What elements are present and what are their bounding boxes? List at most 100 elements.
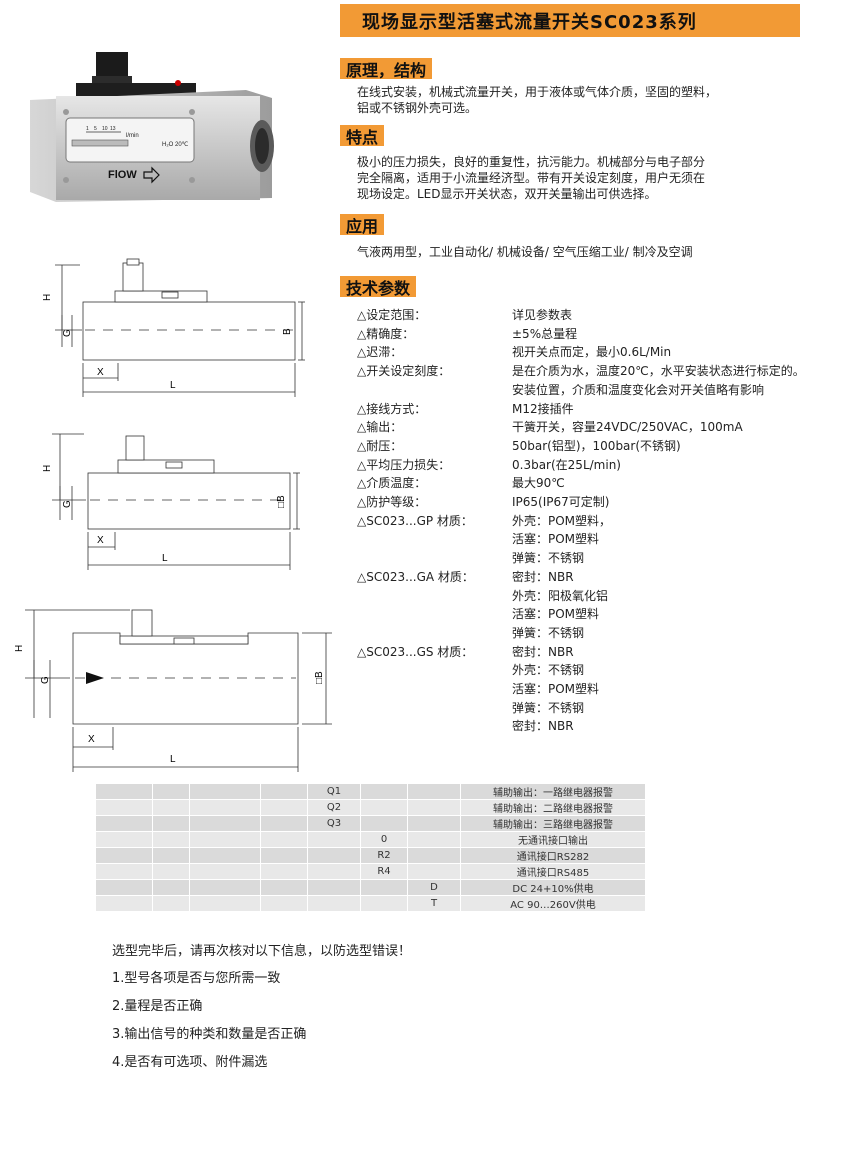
empty-cell	[152, 784, 190, 800]
spec-value: 干簧开关，容量24VDC/250VAC，100mA	[512, 420, 743, 435]
dim-label-g: G	[40, 676, 51, 684]
empty-cell	[189, 863, 261, 880]
empty-cell	[407, 799, 461, 816]
dimension-drawing-3: H G □B X L	[14, 609, 332, 772]
code-cell: R2	[360, 847, 408, 864]
section-specs-heading: 技术参数	[340, 276, 417, 298]
empty-cell	[152, 799, 190, 816]
spec-label: △平均压力损失：	[357, 457, 451, 472]
empty-cell	[307, 863, 361, 880]
spec-value: M12接插件	[512, 401, 574, 416]
empty-cell	[189, 815, 261, 832]
empty-cell	[152, 895, 190, 912]
empty-cell	[96, 847, 153, 864]
empty-cell	[96, 879, 153, 896]
spec-label: △SC023...GS 材质：	[357, 644, 474, 659]
empty-cell	[189, 799, 261, 816]
empty-cell	[360, 815, 408, 832]
dim-label-h: H	[42, 465, 53, 472]
table-row: Q1 辅助输出：一路继电器报警	[96, 784, 646, 800]
description-cell: DC 24+10%供电	[460, 879, 646, 896]
spec-label: △开关设定刻度：	[357, 364, 451, 379]
scale-tick-1: 1	[86, 126, 89, 132]
empty-cell	[307, 895, 361, 912]
empty-cell	[260, 815, 308, 832]
empty-cell	[260, 784, 308, 800]
section-principle-heading: 原理，结构	[340, 58, 433, 80]
empty-cell	[260, 831, 308, 848]
empty-cell	[360, 799, 408, 816]
description-cell: AC 90…260V供电	[460, 895, 646, 912]
description-cell: 无通讯接口输出	[460, 831, 646, 848]
description-cell: 辅助输出：三路继电器报警	[460, 815, 646, 832]
empty-cell	[307, 831, 361, 848]
spec-value: 最大90℃	[512, 476, 565, 491]
code-cell: Q2	[307, 799, 361, 816]
empty-cell	[152, 815, 190, 832]
empty-cell	[407, 863, 461, 880]
spec-value: 安装位置，介质和温度变化会对开关值略有影响	[512, 382, 765, 397]
empty-cell	[152, 863, 190, 880]
spec-value: 密封：NBR	[512, 569, 574, 584]
scale-tick-5: 5	[94, 126, 97, 132]
checklist-intro: 选型完毕后，请再次核对以下信息，以防选型错误！	[112, 944, 412, 959]
empty-cell	[407, 815, 461, 832]
empty-cell	[260, 799, 308, 816]
scale-tick-13: 13	[110, 126, 116, 132]
dim-label-x: X	[97, 535, 104, 546]
dim-label-x: X	[88, 734, 95, 745]
dim-label-l: L	[170, 380, 176, 391]
flow-arrow-icon	[143, 166, 160, 184]
page-title: 现场显示型活塞式流量开关SC023系列	[340, 4, 800, 37]
spec-value: 外壳：POM塑料，	[512, 513, 612, 528]
dim-label-b: B	[282, 328, 293, 335]
empty-cell	[407, 831, 461, 848]
spec-value: 0.3bar(在25L/min)	[512, 457, 621, 472]
empty-cell	[152, 879, 190, 896]
spec-label: △接线方式：	[357, 401, 427, 416]
spec-value: 活塞：POM塑料	[512, 532, 600, 547]
dim-label-l: L	[170, 754, 176, 765]
spec-label: △防护等级：	[357, 495, 427, 509]
spec-value: 密封：NBR	[512, 644, 574, 659]
empty-cell	[96, 831, 153, 848]
code-cell: Q1	[307, 784, 361, 800]
product-image: 1 5 10 13 l/min H₂O 20℃ FlOW	[30, 52, 274, 202]
code-cell: R4	[360, 863, 408, 880]
section-features-heading: 特点	[340, 125, 385, 147]
table-row: R2 通讯接口RS282	[96, 847, 646, 864]
empty-cell	[152, 847, 190, 864]
spec-value: 活塞：POM塑料	[512, 682, 600, 696]
checklist-item: 1.型号各项是否与您所需一致	[112, 971, 281, 986]
dimension-drawing-1: H G B X L	[42, 258, 305, 397]
dim-label-h: H	[42, 294, 53, 301]
description-cell: 辅助输出：一路继电器报警	[460, 784, 646, 800]
dim-label-g: G	[62, 500, 73, 508]
table-row: Q3 辅助输出：三路继电器报警	[96, 815, 646, 832]
code-cell: Q3	[307, 815, 361, 832]
empty-cell	[96, 799, 153, 816]
spec-value: 弹簧：不锈钢	[512, 625, 585, 640]
spec-label: △耐压：	[357, 438, 403, 453]
empty-cell	[360, 879, 408, 896]
spec-label: △SC023...GA 材质：	[357, 569, 474, 584]
dim-label-b-square: □B	[314, 671, 325, 684]
dim-label-x: X	[97, 367, 104, 378]
spec-value: 弹簧：不锈钢	[512, 700, 585, 715]
led-indicator	[175, 80, 181, 86]
dim-label-g: G	[62, 329, 73, 337]
description-cell: 通讯接口RS485	[460, 863, 646, 880]
empty-cell	[260, 847, 308, 864]
spec-value: IP65(IP67可定制)	[512, 495, 610, 509]
empty-cell	[189, 879, 261, 896]
description-cell: 通讯接口RS282	[460, 847, 646, 864]
empty-cell	[360, 895, 408, 912]
dimension-drawing-2: H G □B X L	[42, 433, 300, 570]
checklist-item: 3.输出信号的种类和数量是否正确	[112, 1027, 307, 1042]
table-row: R4 通讯接口RS485	[96, 863, 646, 880]
spec-value: 是在介质为水，温度20℃，水平安装状态进行标定的。	[512, 364, 805, 379]
spec-value: 弹簧：不锈钢	[512, 551, 585, 566]
